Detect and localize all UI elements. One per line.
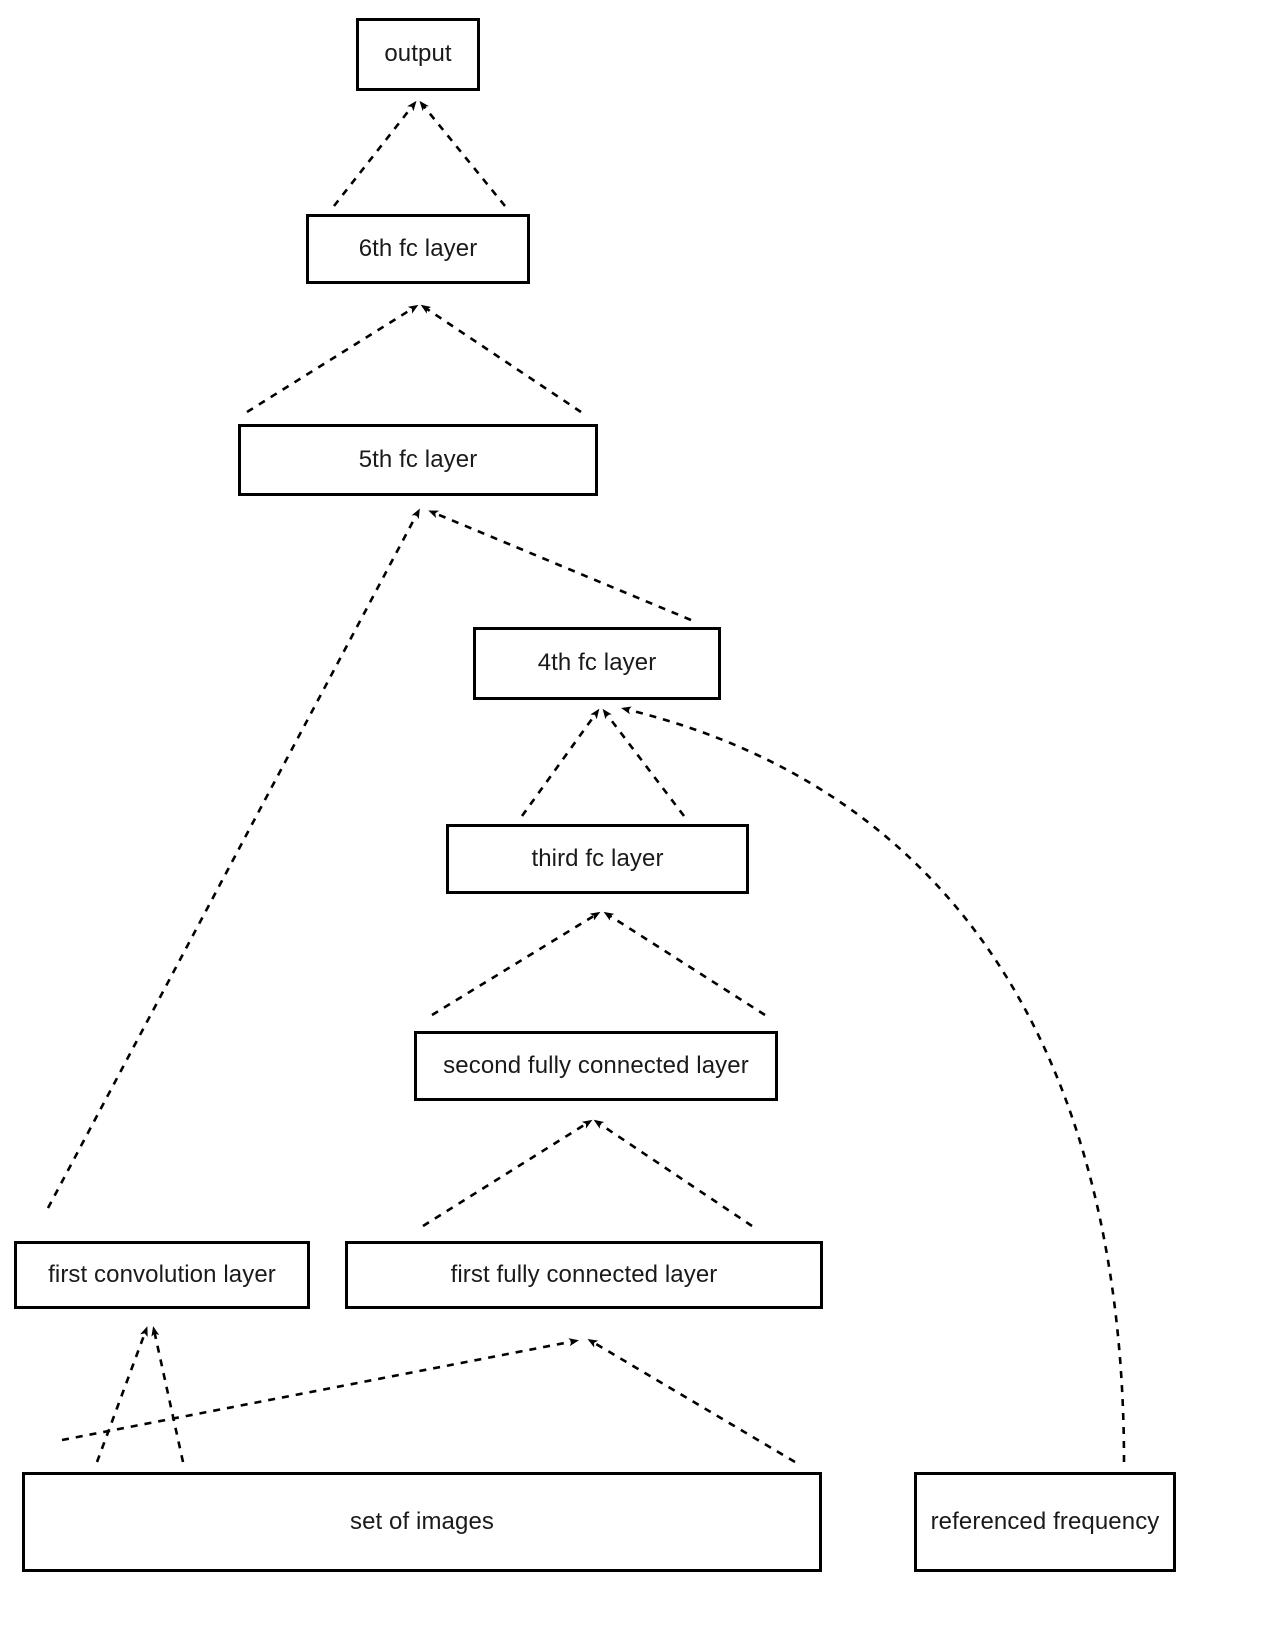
edge-fc4-to-fc5 <box>428 510 692 622</box>
node-6th-fc-layer[interactable]: 6th fc layer <box>306 214 530 284</box>
node-label-set-of-images: set of images <box>349 1507 495 1535</box>
node-second-fully-connected-layer[interactable]: second fully connected layer <box>414 1031 778 1101</box>
node-label-first-convolution-layer: first convolution layer <box>48 1260 276 1288</box>
edge-fc2-to-fc3-left <box>431 911 601 1017</box>
node-label-4th-fc-layer: 4th fc layer <box>537 649 657 677</box>
edge-fc2-to-fc3-right <box>603 911 766 1017</box>
edge-fc5-to-fc6-left <box>246 304 419 414</box>
node-label-third-fc-layer: third fc layer <box>531 844 664 872</box>
node-set-of-images[interactable]: set of images <box>22 1472 822 1572</box>
node-referenced-frequency[interactable]: referenced frequency <box>914 1472 1176 1572</box>
edge-fc1-to-fc2-left <box>422 1119 593 1228</box>
edge-images-to-fc1-left <box>61 1338 579 1442</box>
edge-fc3-to-fc4-right <box>602 708 686 817</box>
node-label-6th-fc-layer: 6th fc layer <box>358 234 478 262</box>
edge-images-to-fc1-right <box>587 1338 796 1464</box>
node-label-second-fully-connected-layer: second fully connected layer <box>443 1051 749 1079</box>
node-first-fully-connected-layer[interactable]: first fully connected layer <box>345 1241 823 1309</box>
edge-conv1-to-fc5 <box>46 508 420 1209</box>
edge-fc6-to-output-right <box>419 100 507 207</box>
node-first-convolution-layer[interactable]: first convolution layer <box>14 1241 310 1309</box>
edge-fc5-to-fc6-right <box>420 304 582 414</box>
node-third-fc-layer[interactable]: third fc layer <box>446 824 749 894</box>
edge-images-to-conv1-b <box>151 1326 185 1463</box>
node-label-referenced-frequency: referenced frequency <box>930 1507 1160 1535</box>
edge-fc3-to-fc4-left <box>520 708 600 817</box>
node-output[interactable]: output <box>356 18 480 91</box>
node-label-output: output <box>384 40 452 68</box>
node-4th-fc-layer[interactable]: 4th fc layer <box>473 627 721 700</box>
edge-fc1-to-fc2-right <box>593 1119 753 1228</box>
node-label-first-fully-connected-layer: first fully connected layer <box>450 1260 718 1288</box>
edge-images-to-conv1-a <box>95 1326 148 1463</box>
node-label-5th-fc-layer: 5th fc layer <box>358 445 478 473</box>
node-5th-fc-layer[interactable]: 5th fc layer <box>238 424 598 496</box>
edge-fc6-to-output-left <box>332 100 417 207</box>
